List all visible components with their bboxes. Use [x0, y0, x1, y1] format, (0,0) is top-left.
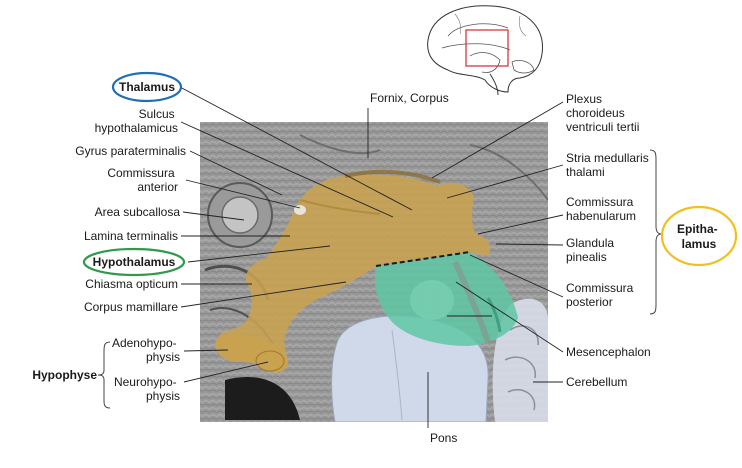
hypophyse-brace: [97, 341, 111, 409]
label-mesencephalon: Mesencephalon: [566, 345, 651, 359]
label-sulcus: Sulcus hypothalamicus: [95, 107, 178, 135]
labels: Thalamus Hypothalamus Epitha- lamus Hypo…: [32, 80, 721, 445]
label-epithalamus: Epitha- lamus: [677, 222, 721, 251]
label-pons: Pons: [430, 431, 457, 445]
label-hypophyse: Hypophyse: [32, 368, 97, 382]
epithalamus-brace: [649, 149, 663, 315]
label-commissura-habenularum: Commissura habenularum: [566, 195, 637, 223]
plexus-strip: [344, 169, 441, 184]
label-commissura-anterior: Commissura anterior: [107, 166, 178, 194]
label-chiasma: Chiasma opticum: [85, 277, 178, 291]
thalamus-highlight-ring: [111, 71, 183, 103]
label-thalamus: Thalamus: [119, 80, 175, 94]
label-epithalamus-l1: Epitha-: [677, 222, 718, 236]
label-glandula: Glandula pinealis: [566, 236, 617, 264]
inset-frame: [465, 29, 509, 67]
label-hypothalamus: Hypothalamus: [93, 255, 176, 269]
epithalamus-highlight-ring: [660, 205, 738, 267]
label-commissura-posterior: Commissura posterior: [566, 281, 637, 309]
label-lamina-terminalis: Lamina terminalis: [84, 229, 178, 243]
brain-inset-figure: [427, 5, 543, 96]
dissection-photo: [200, 122, 548, 422]
label-corpus-mamillare: Corpus mamillare: [84, 300, 178, 314]
label-plexus: Plexus choroideus ventriculi tertii: [566, 92, 639, 134]
label-stria: Stria medullaris thalami: [566, 151, 652, 179]
hypothalamus-highlight-ring: [82, 247, 186, 277]
label-cerebellum: Cerebellum: [566, 375, 627, 389]
leader-lines: [179, 86, 564, 428]
label-area-subcallosa: Area subcallosa: [95, 205, 181, 219]
diencephalon-region: [216, 174, 491, 361]
label-adenohypophysis: Adenohypo- physis: [112, 336, 180, 364]
label-gyrus: Gyrus paraterminalis: [75, 144, 186, 158]
label-epithalamus-l2: lamus: [682, 237, 717, 251]
label-neurohypophysis: Neurohypo- physis: [114, 375, 180, 403]
label-fornix: Fornix, Corpus: [370, 91, 449, 105]
